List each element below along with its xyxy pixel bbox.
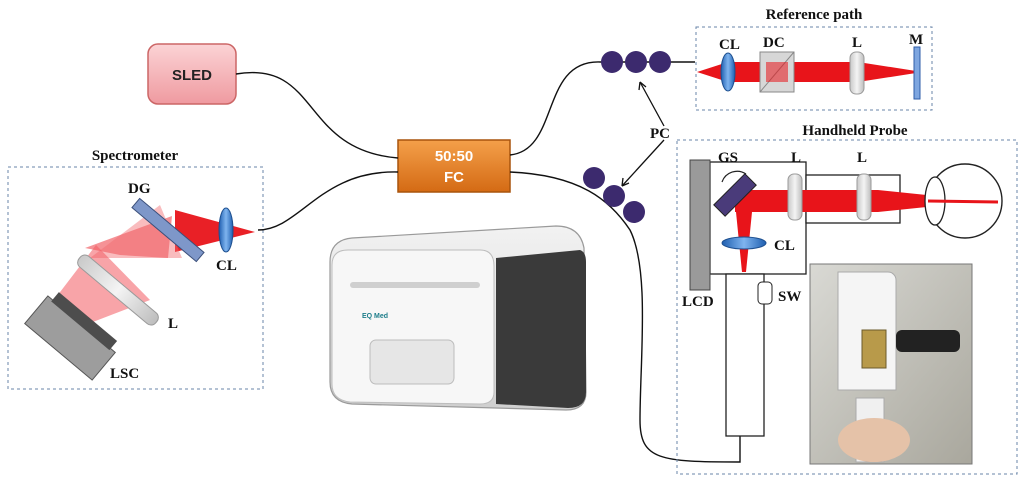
pc-arrow-down xyxy=(621,139,665,187)
eye-icon xyxy=(924,163,1003,239)
probe-collimator-icon xyxy=(721,236,767,250)
label-cl-reference: CL xyxy=(719,37,740,53)
reference-frame xyxy=(695,26,933,111)
label-dg: DG xyxy=(128,181,151,197)
galvo-arc xyxy=(721,170,747,183)
source-group: SLED 50:50 FC xyxy=(147,43,511,193)
galvo-scanner-icon xyxy=(713,173,757,217)
probe-photo xyxy=(809,263,973,465)
probe-beam-horizontal xyxy=(735,190,878,212)
grating-icon xyxy=(131,197,205,263)
fiber-fc-to-reference xyxy=(509,61,695,156)
reference-lens-icon xyxy=(849,51,865,95)
reference-collimator-icon xyxy=(720,52,736,92)
coupler-ratio-label: 50:50 xyxy=(435,148,473,165)
reference-mirror-icon xyxy=(913,46,921,100)
pc-pointers xyxy=(621,81,665,187)
fiber-fc-to-spectrometer xyxy=(257,171,399,231)
pc-disc-icon xyxy=(601,51,623,73)
switch-icon xyxy=(757,281,773,305)
spectrometer-title: Spectrometer xyxy=(92,148,179,164)
spectrometer-frame xyxy=(7,166,264,390)
label-dc: DC xyxy=(763,35,785,51)
reference-beam-focus xyxy=(858,62,916,82)
label-l-probe-2: L xyxy=(857,150,867,166)
sled-label: SLED xyxy=(172,67,212,84)
label-cl-probe: CL xyxy=(774,238,795,254)
fiber-sled-to-fc xyxy=(235,71,399,159)
pc-reference xyxy=(601,51,671,73)
label-l-spectrometer: L xyxy=(168,316,178,332)
reference-title: Reference path xyxy=(766,7,863,23)
diffracted-beam xyxy=(85,216,172,258)
lcd-icon xyxy=(689,159,711,291)
pc-disc-icon xyxy=(583,167,605,189)
pc-disc-icon xyxy=(623,201,645,223)
label-sw: SW xyxy=(778,289,801,305)
label-m: M xyxy=(909,32,923,48)
probe-lens-2-icon xyxy=(856,173,872,221)
dispersion-compensator-icon xyxy=(759,51,795,93)
label-l-probe-1: L xyxy=(791,150,801,166)
label-lsc: LSC xyxy=(110,366,139,382)
pc-probe xyxy=(583,167,645,223)
label-cl-spectrometer: CL xyxy=(216,258,237,274)
pc-disc-icon xyxy=(625,51,647,73)
reference-group: Reference path CL DC L M xyxy=(695,7,933,111)
fiber-fc-to-probe xyxy=(509,171,741,463)
line-scan-camera-icon xyxy=(24,292,118,381)
spectrometer-lens-icon xyxy=(77,254,159,326)
pc-disc-icon xyxy=(603,185,625,207)
oct-device-picture: EQ Med xyxy=(329,225,587,411)
spectrometer-collimator-icon xyxy=(218,207,234,253)
label-gs: GS xyxy=(718,150,738,166)
probe-title: Handheld Probe xyxy=(802,123,908,139)
fiber-coupler-box xyxy=(397,139,511,193)
label-pc: PC xyxy=(650,126,670,142)
probe-group: Handheld Probe GS L L CL LCD SW xyxy=(676,123,1018,475)
label-lcd: LCD xyxy=(682,294,714,310)
probe-lens-1-icon xyxy=(787,173,803,221)
device-brand-label: EQ Med xyxy=(362,313,388,320)
spectrometer-group: Spectrometer DG L CL LSC xyxy=(7,148,264,390)
spectrometer-input-beam xyxy=(175,210,255,252)
label-l-reference: L xyxy=(852,35,862,51)
probe-frame xyxy=(676,139,1018,475)
fiber-paths xyxy=(235,61,741,463)
pc-disc-icon xyxy=(649,51,671,73)
pc-arrow-up xyxy=(639,81,665,127)
coupler-name-label: FC xyxy=(444,169,464,186)
